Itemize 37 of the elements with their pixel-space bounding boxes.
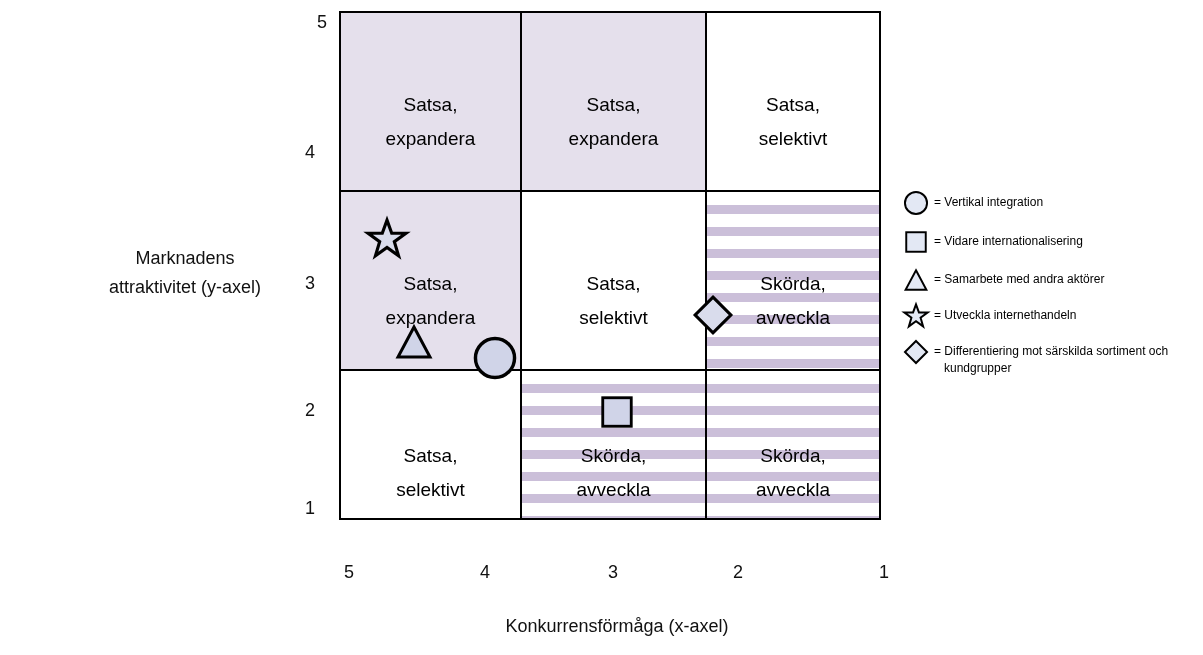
square-icon <box>598 393 636 431</box>
cell-label: Skörda, avveckla <box>755 444 831 502</box>
axis-tick-label: 2 <box>305 399 315 421</box>
legend-label: = Vidare internationalisering <box>934 233 1084 250</box>
cell-label: Satsa, expandera <box>567 93 660 151</box>
axis-title: Marknadens attraktivitet (y-axel) <box>107 247 262 299</box>
legend-label: = Samarbete med andra aktörer <box>934 271 1106 288</box>
cell-label: Satsa, expandera <box>384 93 477 151</box>
axis-title: Konkurrensförmåga (x-axel) <box>505 615 729 637</box>
matrix-cell <box>705 190 881 371</box>
axis-tick-label: 2 <box>733 561 743 583</box>
matrix-cell <box>705 11 881 192</box>
matrix-cell <box>339 11 522 192</box>
axis-tick-label: 4 <box>480 561 490 583</box>
star-icon <box>366 218 408 260</box>
diamond-icon <box>692 294 734 336</box>
axis-tick-label: 4 <box>305 141 315 163</box>
cell-label: Satsa, selektivt <box>395 444 466 502</box>
legend-label: = Vertikal integration <box>934 194 1045 211</box>
cell-label: Satsa, selektivt <box>578 272 649 330</box>
cell-label: Skörda, avveckla <box>755 272 831 330</box>
legend-label: = Differentiering mot särskilda sortiment och kundgrupper <box>934 343 1170 378</box>
axis-tick-label: 3 <box>608 561 618 583</box>
cell-label: Satsa, expandera <box>384 272 477 330</box>
cell-label: Skörda, avveckla <box>575 444 652 502</box>
axis-tick-label: 5 <box>344 561 354 583</box>
legend-label: = Utveckla internethandeln <box>934 307 1078 324</box>
matrix-cell <box>520 11 707 192</box>
axis-tick-label: 5 <box>317 11 327 33</box>
axis-tick-label: 1 <box>879 561 889 583</box>
axis-tick-label: 1 <box>305 497 315 519</box>
matrix-cell <box>339 190 522 371</box>
cell-label: Satsa, selektivt <box>757 93 829 151</box>
circle-icon <box>472 335 518 381</box>
axis-tick-label: 3 <box>305 272 315 294</box>
matrix-cell <box>705 369 881 520</box>
matrix-cell <box>339 369 522 520</box>
